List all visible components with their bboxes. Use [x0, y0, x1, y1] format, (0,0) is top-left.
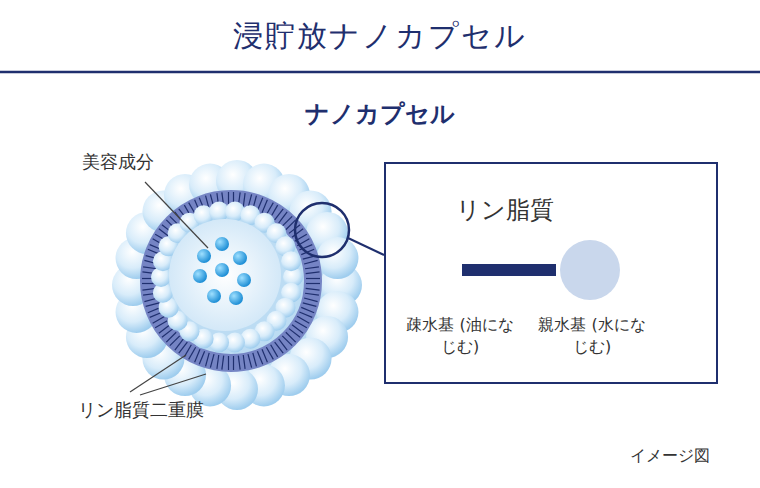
callout-label: リン脂質二重膜 [78, 398, 204, 422]
image-note: イメージ図 [630, 446, 710, 467]
lipid-tail [295, 321, 307, 328]
lipid-tail [238, 356, 240, 370]
subtitle: ナノカプセル [0, 98, 760, 130]
lipid-tail [292, 229, 303, 238]
lipid-tail [243, 355, 245, 369]
lipid-tail [303, 303, 317, 307]
lipid-tail [166, 332, 176, 342]
hydrophilic-head [560, 240, 620, 300]
beauty-ingredient [207, 289, 221, 303]
zoom-circle [295, 203, 349, 257]
lipid-tail [243, 193, 245, 207]
callout-label: 美容成分 [82, 150, 154, 174]
lipid-tail [199, 351, 204, 364]
lipid-tail [233, 356, 234, 370]
beauty-ingredient [215, 237, 229, 251]
lipid-tail [275, 342, 284, 353]
lipid-tail [228, 356, 229, 370]
lipid-tail [305, 267, 319, 269]
lipid-tail [155, 321, 167, 328]
beauty-ingredient [237, 273, 251, 287]
beauty-ingredient [229, 291, 243, 305]
lipid-tail [306, 278, 320, 279]
beauty-ingredient [215, 263, 229, 277]
lipid-head [281, 251, 301, 271]
lipid-tail [279, 212, 288, 223]
lipid-tail [146, 303, 160, 307]
bilayer-band [149, 199, 313, 363]
lipid-tail [257, 351, 262, 364]
lipid-tail [266, 203, 273, 215]
lipid-tail [266, 347, 273, 359]
lipid-tail [253, 353, 257, 367]
beauty-ingredient [193, 269, 207, 283]
capsule-core [169, 219, 281, 331]
zoom-connector [348, 238, 384, 255]
detail-box: リン脂質疎水基 (油になじむ) 親水基 (水になじむ) [384, 162, 718, 384]
lipid-tail [222, 356, 224, 370]
leader-line [145, 182, 208, 248]
lipid-tail [306, 283, 320, 284]
leader-line [130, 355, 186, 392]
lipid-tail [159, 325, 170, 334]
lipid-tail [297, 316, 309, 323]
beauty-ingredient [233, 251, 247, 265]
part-label: 疎水基 (油になじむ) [406, 314, 514, 359]
nanocapsule [112, 160, 362, 410]
lipid-tail [248, 354, 252, 368]
lipid-tail [301, 307, 314, 312]
lipid-tail [153, 316, 165, 323]
hydrophobic-tail [462, 264, 556, 276]
page-title: 浸貯放ナノカプセル [0, 16, 760, 57]
lipid-tail [282, 336, 292, 346]
lipid-tail [289, 329, 300, 338]
lipid-tail [262, 349, 267, 362]
lipid-tail [262, 200, 267, 213]
lipid-tail [143, 267, 157, 269]
lipid-tail [305, 293, 319, 295]
box-heading: リン脂質 [456, 194, 586, 228]
beauty-ingredient [197, 249, 211, 263]
lipid-tail [271, 345, 278, 357]
lipid-tail [210, 354, 214, 368]
part-label: 親水基 (水になじむ) [538, 314, 646, 359]
lipid-tail [271, 205, 278, 217]
lipid-tail [195, 349, 200, 362]
lipid-tail [299, 312, 312, 317]
capsule-body [125, 173, 349, 397]
title-rule [0, 71, 760, 74]
leader-line [140, 374, 206, 395]
lipid-tail [304, 298, 318, 302]
lipid-tail [189, 347, 196, 359]
lipid-tail [304, 260, 318, 264]
lipid-tail [257, 198, 262, 211]
lipid-tail [306, 288, 320, 290]
lipid-tail [217, 355, 219, 369]
lipid-tail [206, 353, 210, 367]
lipid-tail [306, 272, 320, 274]
lipid-tail [175, 339, 184, 350]
